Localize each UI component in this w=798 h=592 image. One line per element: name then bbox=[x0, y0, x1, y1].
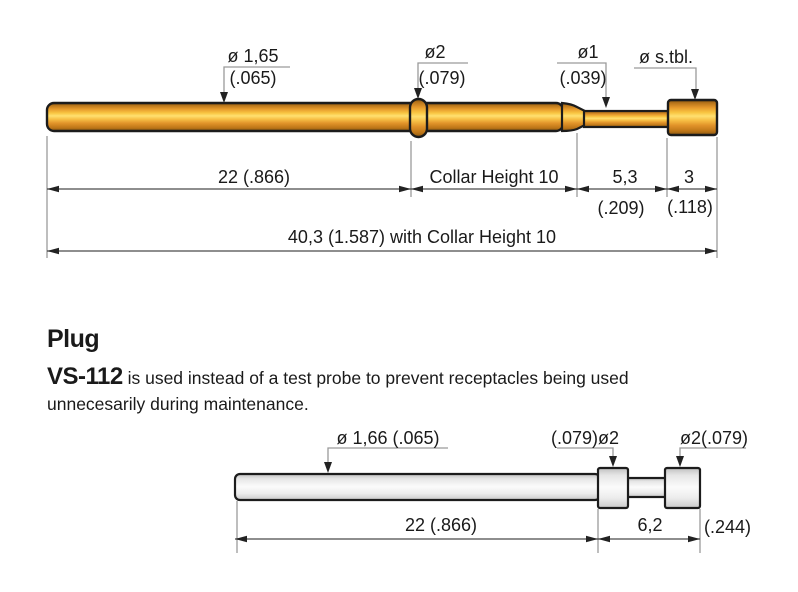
label-shaft-diameter-inch: (.065) bbox=[229, 68, 276, 88]
dim-plug-end-length: 6,2 bbox=[637, 515, 662, 535]
dim-shaft-length: 22 (.866) bbox=[218, 167, 290, 187]
plug-drawing: ø 1,66 (.065) (.079)ø2 ø2(.079) 22 (.866… bbox=[233, 428, 751, 553]
label-plug-shaft-diameter: ø 1,66 (.065) bbox=[336, 428, 439, 448]
probe-shaft bbox=[45, 101, 565, 133]
probe-body bbox=[45, 97, 719, 139]
plug-description-line1: VS-112 is used instead of a test probe t… bbox=[47, 361, 747, 392]
label-plug-collar1-diameter: (.079)ø2 bbox=[551, 428, 619, 448]
plug-collar-2 bbox=[663, 466, 702, 510]
label-collar-diameter: ø2 bbox=[424, 42, 445, 62]
extension-lines bbox=[236, 501, 701, 553]
dim-plug-shaft-length: 22 (.866) bbox=[405, 515, 477, 535]
dim-collar-height: Collar Height 10 bbox=[429, 167, 558, 187]
label-plug-collar2-diameter: ø2(.079) bbox=[680, 428, 748, 448]
leader-lines bbox=[327, 447, 746, 465]
probe-tip-rod bbox=[582, 109, 672, 129]
leader-lines bbox=[223, 62, 697, 100]
leader-arrowheads bbox=[220, 88, 699, 108]
plug-collar-1 bbox=[596, 466, 630, 510]
leader-arrowheads bbox=[324, 456, 684, 473]
dim-overall-length: 40,3 (1.587) with Collar Height 10 bbox=[288, 227, 556, 247]
dim-plug-end-length-inch: (.244) bbox=[704, 517, 751, 537]
plug-model-number: VS-112 bbox=[47, 363, 123, 390]
dim-tip-length-inch: (.209) bbox=[597, 198, 644, 218]
label-tip-diameter: ø1 bbox=[577, 42, 598, 62]
dim-tip-length: 5,3 bbox=[612, 167, 637, 187]
label-tip-diameter-inch: (.039) bbox=[559, 68, 606, 88]
plug-shaft bbox=[233, 472, 602, 502]
plug-text-block: Plug VS-112 is used instead of a test pr… bbox=[47, 324, 747, 416]
label-shaft-diameter: ø 1,65 bbox=[227, 46, 278, 66]
dim-head-length: 3 bbox=[684, 167, 694, 187]
dim-head-length-inch: (.118) bbox=[667, 197, 713, 217]
label-head-diameter: ø s.tbl. bbox=[639, 47, 693, 67]
probe-head bbox=[666, 98, 719, 137]
dimension-lines bbox=[47, 188, 717, 252]
plug-body bbox=[233, 466, 702, 510]
probe-taper bbox=[560, 101, 587, 133]
dimension-arrowheads bbox=[235, 535, 700, 543]
plug-description-line2: unnecesarily during maintenance. bbox=[47, 394, 309, 415]
plug-title: Plug bbox=[47, 325, 100, 353]
probe-collar bbox=[408, 97, 429, 139]
dimension-arrowheads bbox=[47, 185, 717, 255]
label-collar-diameter-inch: (.079) bbox=[418, 68, 465, 88]
plug-neck bbox=[625, 476, 669, 499]
extension-lines bbox=[46, 133, 718, 258]
receptacle-drawing: ø 1,65 (.065) ø2 (.079) ø1 (.039) ø s.tb… bbox=[45, 42, 719, 258]
plug-description-text: is used instead of a test probe to preve… bbox=[122, 368, 629, 388]
